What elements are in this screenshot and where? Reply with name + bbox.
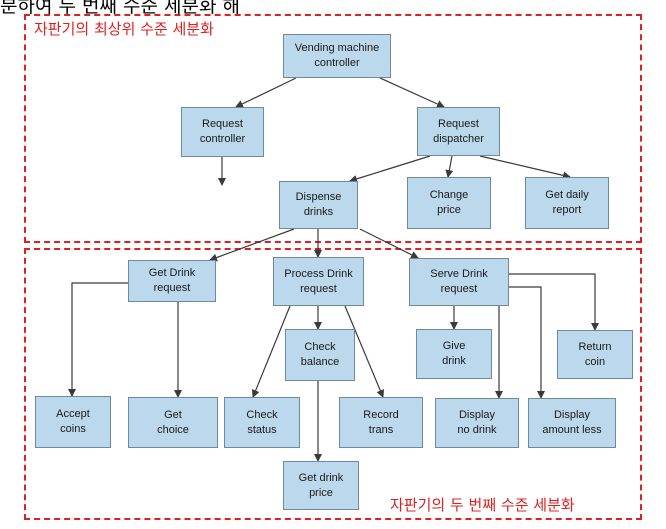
edge-dispatcher-to-dispense: [349, 155, 431, 183]
node-check-status: Check status: [224, 397, 300, 448]
node-request-dispatcher: Request dispatcher: [417, 107, 500, 156]
edge-vending-to-request-controller: [235, 77, 297, 108]
node-display-no-drink: Display no drink: [435, 398, 519, 448]
edge-vending-to-request-dispatcher: [379, 77, 445, 108]
edge-dispatcher-to-change-price: [445, 155, 454, 178]
edge-dispense-to-get-drink-request: [209, 228, 295, 262]
top-level-region: [24, 14, 642, 243]
node-change-price: Change price: [407, 177, 491, 229]
node-return-coin: Return coin: [557, 330, 633, 379]
node-vending-machine-controller: Vending machine controller: [283, 34, 391, 78]
edge-process-to-check-status: [251, 305, 291, 398]
node-check-balance: Check balance: [285, 329, 355, 381]
node-get-choice: Get choice: [128, 397, 218, 448]
top-level-region-label: 자판기의 최상위 수준 세분화: [32, 18, 216, 39]
node-get-drink-request: Get Drink request: [128, 260, 216, 302]
node-give-drink: Give drink: [416, 329, 492, 379]
node-process-drink-request: Process Drink request: [273, 257, 364, 306]
node-display-amount-less: Display amount less: [528, 398, 616, 448]
node-accept-coins: Accept coins: [35, 396, 111, 448]
node-get-daily-report: Get daily report: [525, 177, 609, 229]
edge-serve-to-display-amount-less: [499, 286, 545, 399]
node-serve-drink-request: Serve Drink request: [409, 258, 509, 306]
second-level-region-label: 자판기의 두 번째 수준 세분화: [388, 494, 577, 515]
top-caption-text: 분하여 두 번째 수준 세분화 해: [0, 0, 240, 17]
second-level-region: [24, 248, 642, 520]
edge-serve-to-return-coin: [509, 273, 599, 331]
node-record-trans: Record trans: [339, 397, 423, 448]
edge-process-to-record-trans: [344, 305, 384, 398]
edge-get-drink-to-accept-coins: [68, 282, 128, 397]
node-request-controller: Request controller: [181, 107, 264, 157]
node-get-drink-price: Get drink price: [283, 461, 359, 510]
node-dispense-drinks: Dispense drinks: [279, 181, 358, 229]
edge-dispense-to-serve-drink-request: [359, 228, 419, 259]
edge-dispatcher-to-daily-report: [479, 155, 571, 180]
